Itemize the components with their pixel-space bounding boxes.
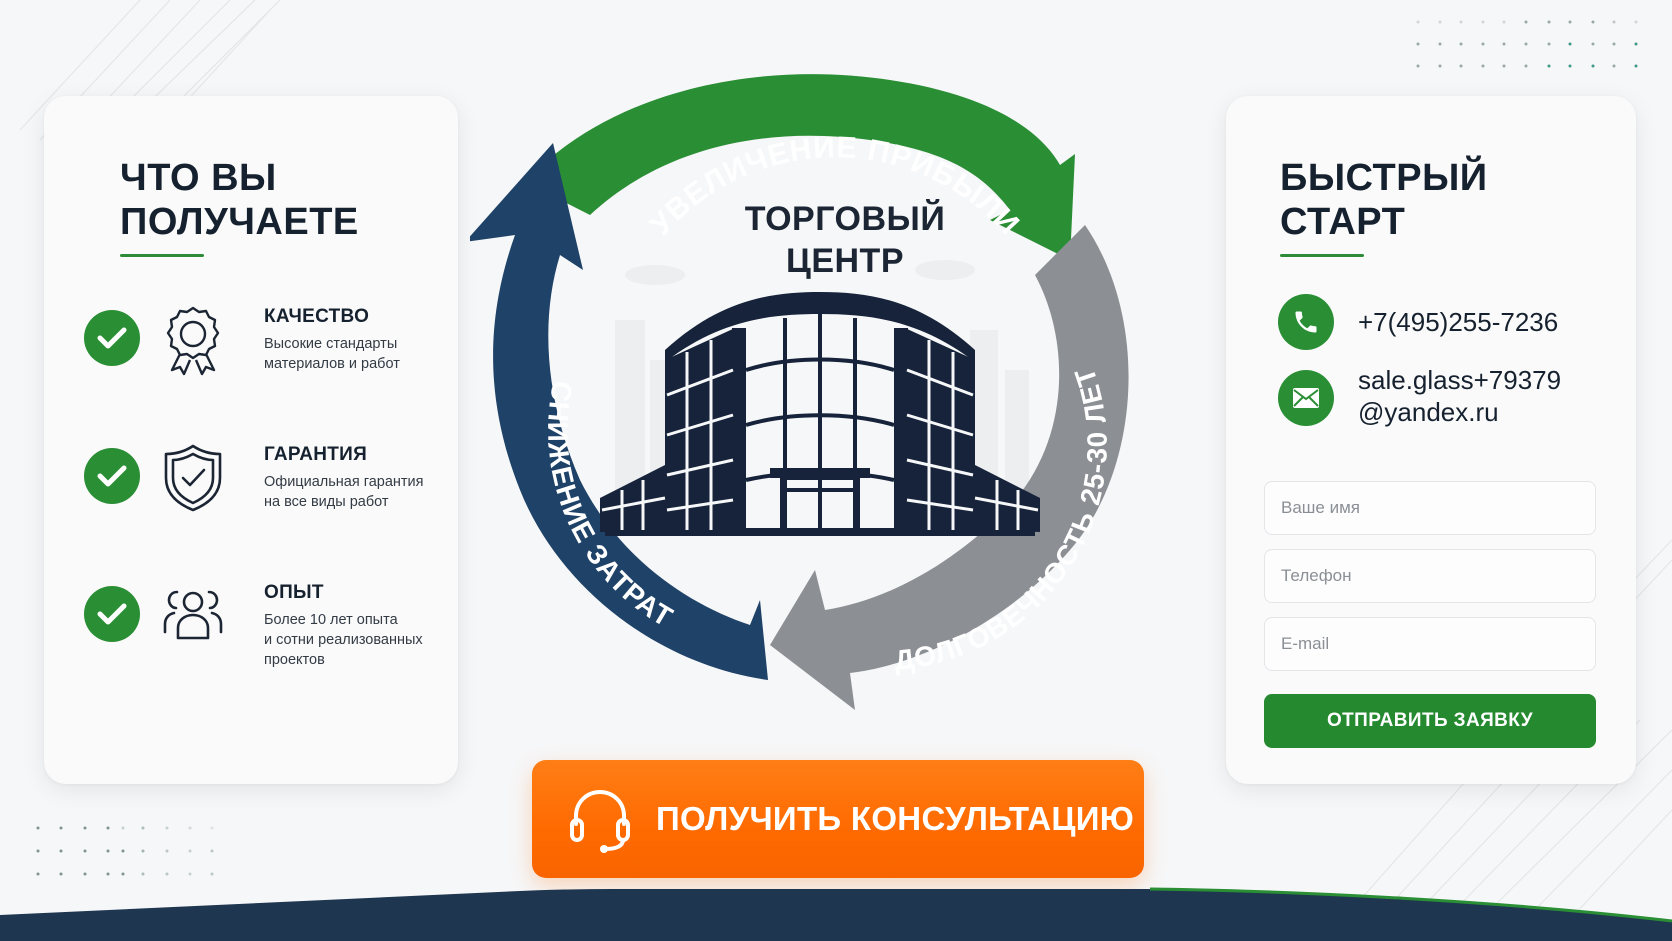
center-title: ТОРГОВЫЙ ЦЕНТР: [744, 200, 946, 280]
title-underline: [120, 254, 204, 257]
shield-check-icon: [164, 444, 222, 512]
check-circle-icon: [84, 310, 140, 366]
arrow-increase-profit: [525, 74, 1075, 260]
title-underline: [1280, 254, 1364, 257]
people-group-icon: [163, 590, 223, 640]
contact-email: sale.glass+79379 @yandex.ru: [1278, 364, 1561, 428]
benefit-description: Официальная гарантия на все виды работ: [264, 474, 424, 510]
benefit-item-quality: КАЧЕСТВО Высокие стандарты материалов и …: [84, 306, 444, 420]
dot-grid-top-right: [1416, 20, 1638, 68]
benefit-title: ОПЫТ: [264, 582, 324, 603]
email-input[interactable]: [1264, 617, 1596, 671]
benefits-card: ЧТО ВЫ ПОЛУЧАЕТЕ КАЧЕСТВО Высокие станда…: [44, 96, 458, 784]
cta-label: ПОЛУЧИТЬ КОНСУЛЬТАЦИЮ: [656, 800, 1135, 837]
footer-band: [0, 887, 1672, 941]
benefit-description: Более 10 лет опыта и сотни реализованных…: [264, 612, 423, 668]
benefit-title: ГАРАНТИЯ: [264, 444, 368, 465]
benefit-item-experience: ОПЫТ Более 10 лет опыта и сотни реализов…: [84, 582, 444, 696]
phone-link[interactable]: +7(495)255-7236: [1358, 307, 1559, 337]
arrow-durability: [770, 225, 1129, 710]
phone-icon: [1278, 294, 1334, 350]
check-circle-icon: [84, 586, 140, 642]
get-consultation-button[interactable]: ПОЛУЧИТЬ КОНСУЛЬТАЦИЮ: [532, 760, 1144, 878]
quick-start-card: БЫСТРЫЙ СТАРТ +7(495)255-7236 sale.glass…: [1226, 96, 1636, 784]
dot-grid-bottom-left: [36, 826, 214, 876]
benefit-item-guarantee: ГАРАНТИЯ Официальная гарантия на все вид…: [84, 444, 444, 558]
email-link[interactable]: sale.glass+79379 @yandex.ru: [1358, 365, 1562, 427]
benefit-title: КАЧЕСТВО: [264, 306, 370, 327]
shopping-center-building-icon: [600, 292, 1040, 536]
phone-input[interactable]: [1264, 549, 1596, 603]
benefit-description: Высокие стандарты материалов и работ: [264, 336, 400, 372]
name-input[interactable]: [1264, 481, 1596, 535]
benefits-title: ЧТО ВЫ ПОЛУЧАЕТЕ: [120, 157, 359, 243]
award-rosette-icon: [166, 306, 220, 376]
submit-request-button[interactable]: ОТПРАВИТЬ ЗАЯВКУ: [1264, 694, 1596, 748]
check-circle-icon: [84, 448, 140, 504]
contact-phone: +7(495)255-7236: [1278, 294, 1558, 350]
envelope-icon: [1278, 370, 1334, 426]
arrow-reduce-costs: [470, 143, 768, 680]
quick-start-title: БЫСТРЫЙ СТАРТ: [1280, 157, 1488, 243]
benefit-cycle-diagram: УВЕЛИЧЕНИЕ ПРИБЫЛИ ДОЛГОВЕЧНОСТЬ 25-30 Л…: [470, 74, 1129, 710]
headset-icon: [570, 789, 630, 853]
